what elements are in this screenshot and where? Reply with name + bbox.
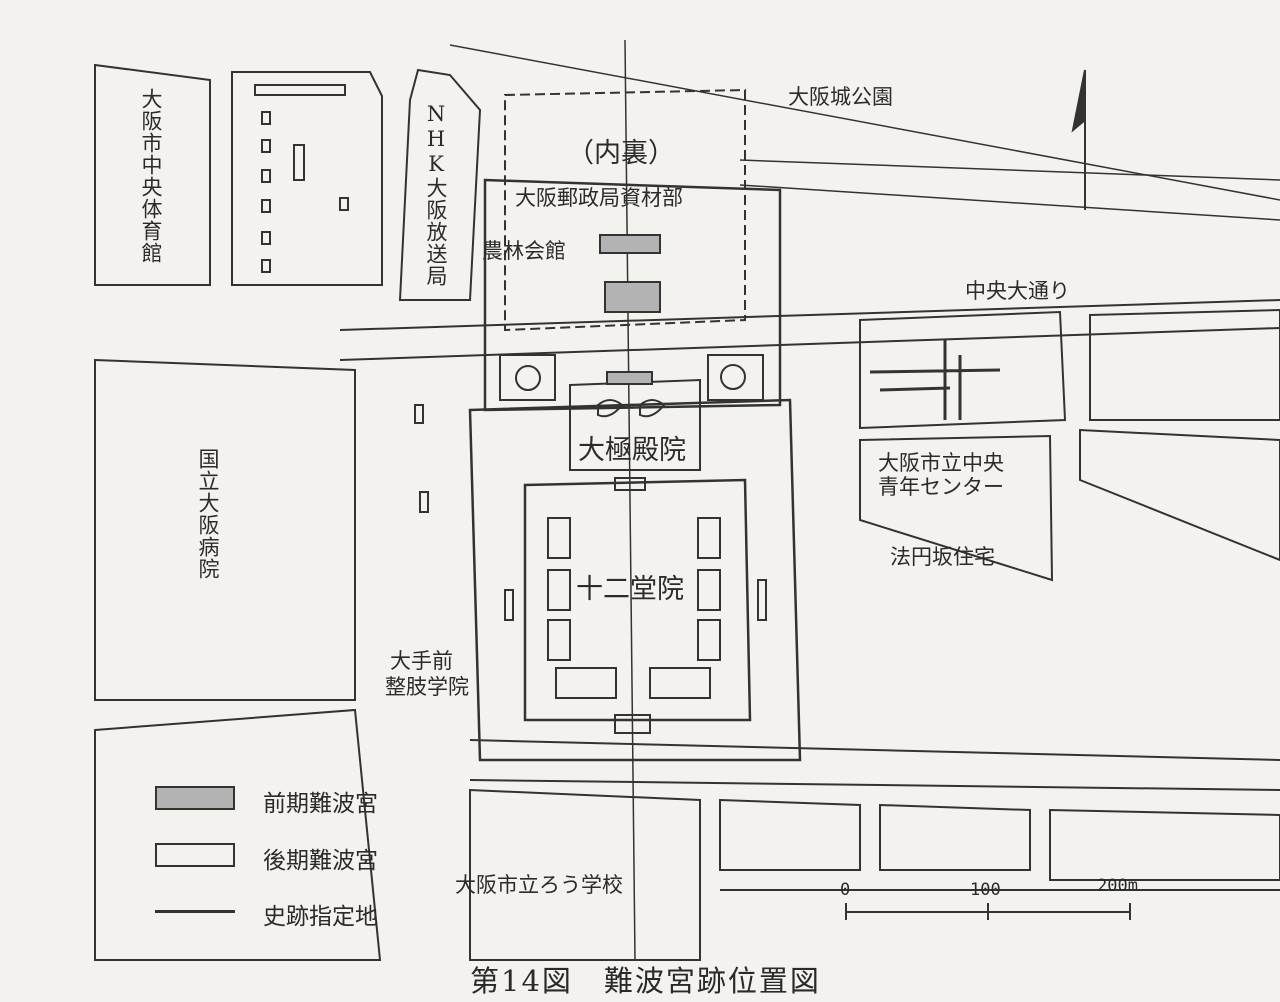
legend-swatch-site [155, 910, 235, 913]
label-gymnasium: 大阪市中央体育館 [139, 88, 164, 264]
label-castle-park: 大阪城公園 [788, 85, 893, 109]
road-north [449, 44, 1280, 201]
scale-tick-100: 100 [970, 880, 1001, 900]
late-palace-outer [468, 398, 802, 762]
site-boundary [483, 178, 782, 412]
block-gymnasium [94, 63, 211, 286]
figure-caption: 第14図 難波宮跡位置図 [470, 964, 821, 998]
block-south-2 [719, 798, 861, 871]
dairi-outline [504, 88, 746, 332]
scale-bar [845, 903, 1131, 920]
label-postal: 大阪郵政局資材部 [515, 186, 683, 210]
juni-dou-outline [523, 478, 752, 722]
legend-label-site: 史跡指定地 [263, 904, 378, 930]
block-east-1 [1089, 308, 1280, 421]
label-juni-dou: 十二堂院 [576, 574, 684, 605]
road-north-2 [739, 159, 1280, 181]
road-chuo [339, 299, 1280, 331]
legend-late: 後期難波宮 [155, 841, 455, 874]
road-north-3 [739, 184, 1280, 221]
block-nhk [398, 68, 482, 301]
road-south-2 [469, 779, 1280, 791]
block-west-large [94, 358, 356, 701]
block-south-1 [469, 788, 701, 961]
daigokuden-outline [569, 378, 701, 471]
label-daigokuden: 大極殿院 [578, 435, 686, 466]
block-center-east [859, 310, 1067, 430]
label-otemae-2: 整肢学院 [385, 675, 469, 699]
legend-label-early: 前期難波宮 [263, 791, 378, 817]
block-south-4 [1049, 808, 1280, 881]
scale-tick-200: 200m [1097, 876, 1138, 896]
label-chuo-odori: 中央大通り [965, 279, 1070, 303]
label-seinen-center-2: 青年センター [878, 475, 1004, 499]
label-seinen-center-1: 大阪市立中央 [878, 451, 1004, 475]
label-otemae-1: 大手前 [390, 649, 453, 673]
label-deaf-school: 大阪市立ろう学校 [455, 873, 623, 897]
label-nhk: NHK大阪放送局 [424, 102, 449, 287]
label-hoenzaka: 法円坂住宅 [890, 545, 995, 569]
legend-swatch-early [155, 786, 235, 810]
block-east-2 [1079, 428, 1280, 562]
axis-line [624, 39, 636, 961]
block-south-3 [879, 803, 1031, 871]
gym-marks [254, 84, 349, 273]
block-gym-east [231, 71, 383, 286]
road-chuo-2 [339, 327, 1280, 361]
legend-early: 前期難波宮 [155, 784, 455, 817]
legend-site: 史跡指定地 [155, 897, 455, 930]
block-hoenzaka [859, 434, 1054, 582]
legend-swatch-late [155, 843, 235, 867]
label-norin: 農林会館 [482, 239, 566, 263]
label-hospital: 国立大阪病院 [196, 448, 221, 580]
label-dairi: （内裏） [567, 138, 675, 169]
scale-tick-0: 0 [840, 880, 851, 900]
road-south [469, 739, 1280, 761]
north-arrow [1071, 69, 1086, 210]
legend-label-late: 後期難波宮 [263, 848, 378, 874]
block-west-bottom [94, 708, 382, 961]
